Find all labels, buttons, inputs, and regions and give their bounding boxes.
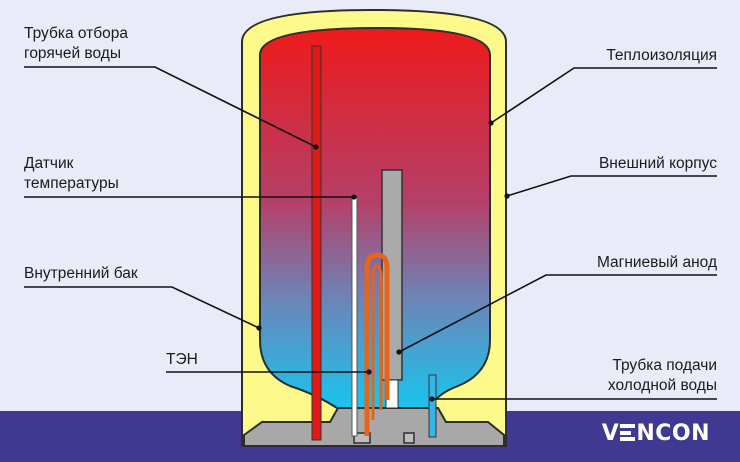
dot-outer-case <box>504 193 510 199</box>
label-cold-pipe-line2: холодной воды <box>607 377 717 394</box>
label-sensor-line1: Датчик <box>24 155 74 172</box>
dot-insulation <box>488 120 494 126</box>
leader-insulation <box>490 67 717 124</box>
hot-water-pipe <box>311 45 322 441</box>
dot-hot-pipe <box>313 144 319 150</box>
label-anode: Магниевый анод <box>596 254 717 271</box>
label-heater: ТЭН <box>166 351 198 368</box>
label-sensor-line2: температуры <box>24 175 119 192</box>
leader-outer-case <box>506 175 717 197</box>
label-inner-tank: Внутренний бак <box>24 265 138 282</box>
temperature-sensor <box>351 195 358 437</box>
label-outer-case: Внешний корпус <box>598 155 717 172</box>
brand-logo-left: V <box>601 421 620 446</box>
flange-plug-right <box>403 432 415 444</box>
label-cold-pipe-line1: Трубка подачи <box>612 357 717 374</box>
heating-element-inner <box>371 264 383 420</box>
dot-anode <box>396 349 402 355</box>
leader-hot-pipe <box>24 66 317 148</box>
leader-anode <box>398 274 717 353</box>
dot-sensor <box>351 194 357 200</box>
dot-heater <box>366 369 372 375</box>
dot-cold-pipe <box>429 396 435 402</box>
brand-logo-right: NCON <box>636 421 710 446</box>
dot-inner-tank <box>256 325 262 331</box>
label-hot-pipe-line1: Трубка отбора <box>24 25 129 42</box>
cold-water-pipe <box>428 374 437 438</box>
inner-tank <box>259 26 491 411</box>
label-hot-pipe-line2: горячей воды <box>24 45 121 62</box>
brand-logo: V NCON <box>602 421 710 446</box>
brand-logo-e-mark <box>620 424 636 441</box>
label-insulation: Теплоизоляция <box>606 47 717 64</box>
heating-element <box>364 252 390 436</box>
bottom-flange <box>243 407 505 447</box>
leader-inner-tank <box>24 286 260 329</box>
flange-plug-left <box>353 432 371 444</box>
